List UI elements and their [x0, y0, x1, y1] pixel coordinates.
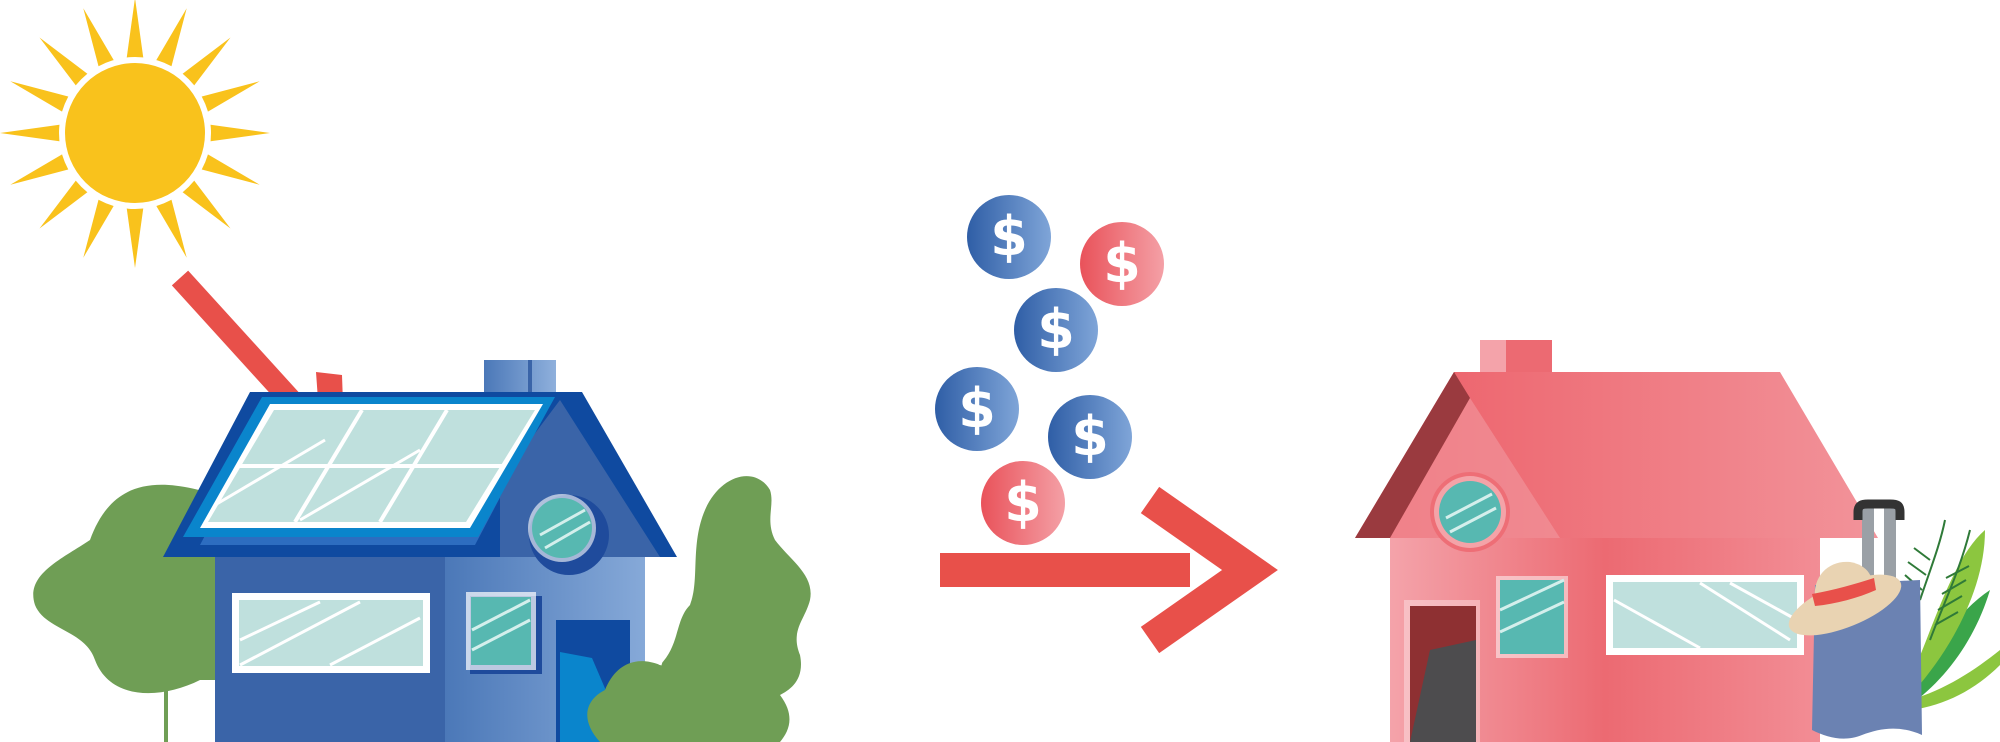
coin-symbol: $ — [1071, 405, 1109, 468]
sun-ray — [195, 81, 260, 115]
sun-ray — [10, 81, 75, 115]
solar-house-icon — [163, 360, 677, 742]
coin-symbol: $ — [1004, 471, 1042, 534]
sun-ray — [195, 151, 260, 185]
sun-ray — [83, 193, 117, 258]
solar-panel — [183, 397, 555, 537]
sun-ray — [204, 123, 270, 143]
coin-symbol: $ — [1037, 298, 1075, 361]
right-bush — [587, 476, 811, 742]
palm-leaf-icon — [1900, 519, 2000, 710]
sun-ray — [177, 175, 231, 229]
sun-ray — [125, 0, 145, 64]
sun-ray — [83, 8, 117, 73]
dollar-coin-icon: $ — [935, 367, 1019, 451]
sun-ray — [177, 37, 231, 91]
dollar-coin-icon: $ — [967, 195, 1051, 279]
sun-ray — [10, 151, 75, 185]
sun-ray — [153, 193, 187, 258]
sun-hat-icon — [1788, 561, 1902, 636]
sun-icon — [0, 0, 270, 268]
transition-arrow-icon — [940, 486, 1278, 654]
sun-ray — [39, 175, 93, 229]
coin-symbol: $ — [990, 205, 1028, 268]
dollar-coin-icon: $ — [981, 461, 1065, 545]
dollar-coin-icon: $ — [1014, 288, 1098, 372]
dollar-coin-icon: $ — [1080, 222, 1164, 306]
coin-cluster: $ $ $ $ $ $ — [935, 195, 1164, 545]
sun-ray — [153, 8, 187, 73]
coin-symbol: $ — [958, 377, 996, 440]
dollar-coin-icon: $ — [1048, 395, 1132, 479]
vacation-house-icon — [1355, 340, 1878, 742]
sun-ray — [39, 37, 93, 91]
sun-ray — [0, 123, 66, 143]
coin-symbol: $ — [1103, 232, 1141, 295]
sun-ray — [125, 202, 145, 268]
